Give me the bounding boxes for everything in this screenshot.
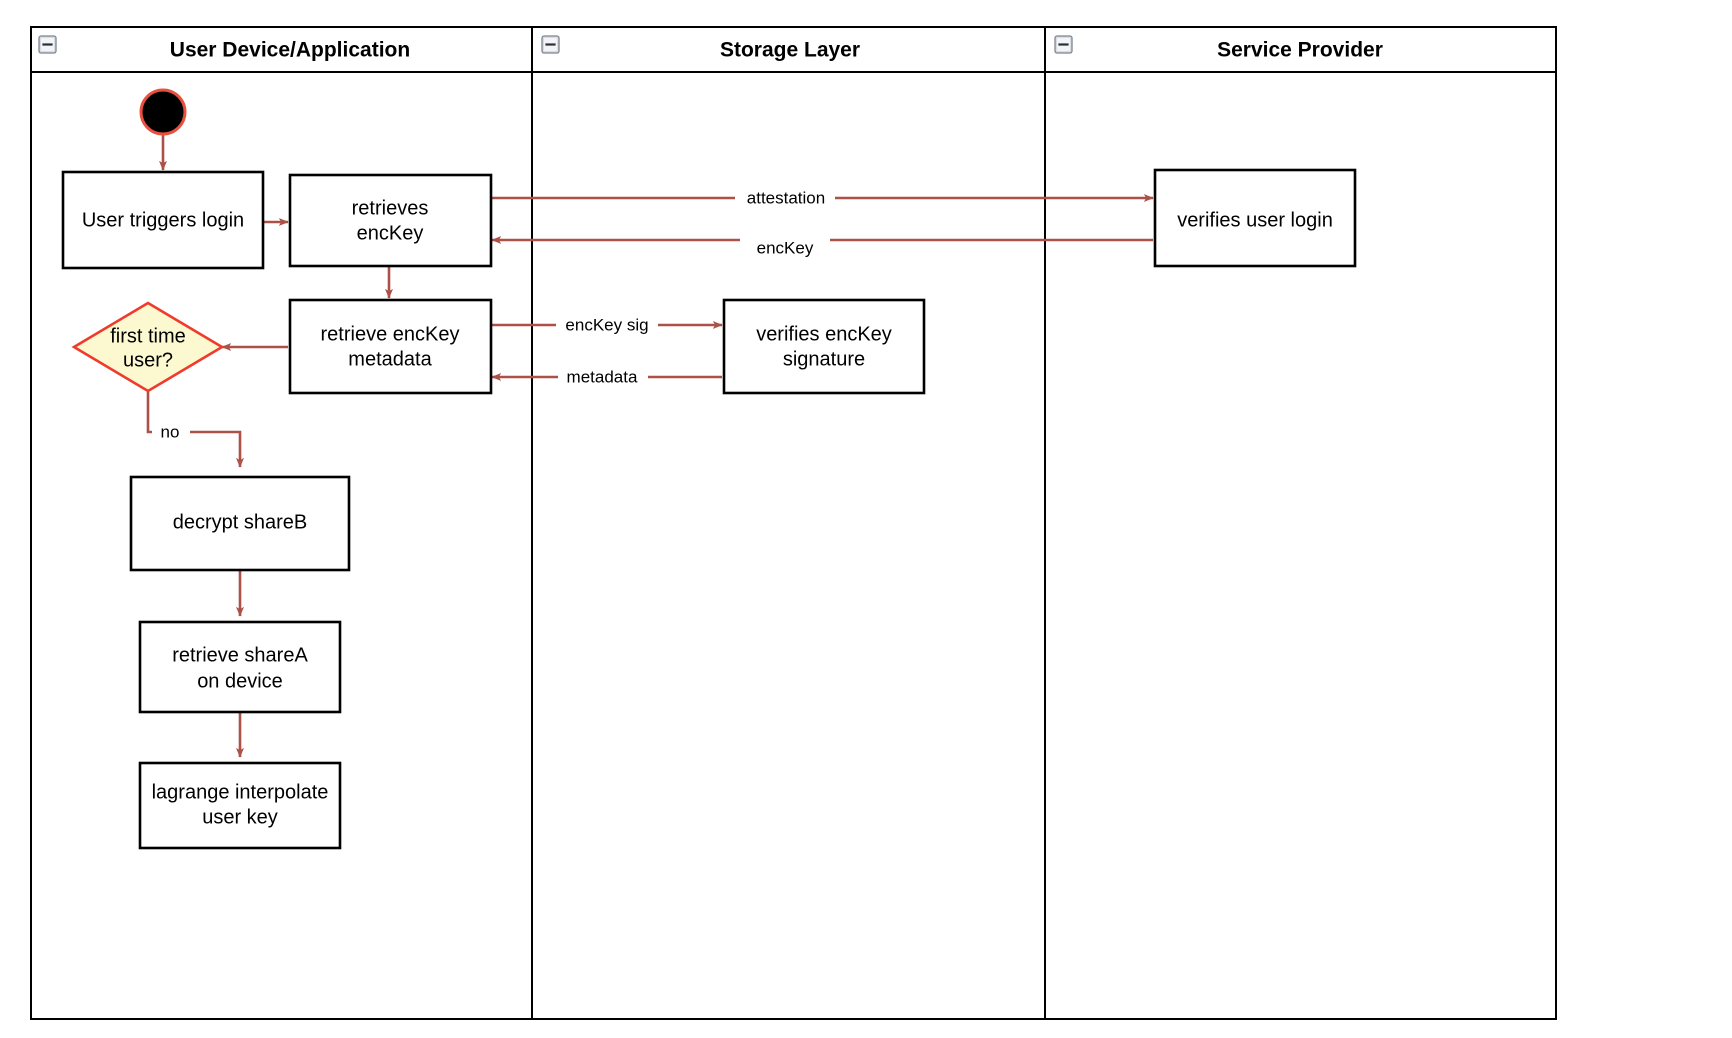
lane-storage[interactable]: Storage Layer [531,26,1046,1020]
node-lagrange-interpolate-user-key-box [138,761,342,850]
node-verifies-user-login-box [1153,168,1357,268]
node-retrieves-enckey[interactable]: retrieves encKey [288,173,493,268]
flow-no-label: no [161,422,180,441]
node-retrieves-enckey-box [288,173,493,268]
node-decrypt-shareb-box [129,475,351,572]
flow-enckey-label: encKey [757,238,814,257]
collapse-minus-icon[interactable] [541,35,560,54]
node-retrieves-enckey-label-line2: encKey [357,222,424,244]
node-retrieves-enckey-label-line1: retrieves [352,197,429,219]
start-node[interactable] [139,88,187,136]
node-verifies-user-login[interactable]: verifies user login [1153,168,1357,268]
flow-enckey-sig-label-bg [556,314,658,336]
lane-storage-body [531,26,1046,1020]
flow-enckey-sig: encKey sig [491,314,723,336]
node-first-time-user[interactable]: first time user? [71,301,225,393]
lane-user-device-title: User Device/Application [170,39,410,62]
lane-service-provider-header [1044,26,1557,73]
flow-metadata-label: metadata [567,367,638,386]
node-decrypt-shareb[interactable]: decrypt shareB [129,475,351,572]
lane-storage-title: Storage Layer [720,39,860,62]
flow-metadata: metadata [491,367,722,389]
lane-storage-header [531,26,1046,73]
node-verifies-enckey-signature-label-line2: signature [783,348,865,370]
node-decrypt-shareb-label: decrypt shareB [173,511,308,533]
node-retrieve-sharea-on-device-label-line1: retrieve shareA [172,644,308,666]
node-retrieve-sharea-on-device-label-line2: on device [197,670,283,692]
node-retrieve-enckey-metadata-label-line1: retrieve encKey [321,323,460,345]
flow-attestation-label: attestation [747,188,825,207]
flow-metadata-label-bg [558,367,648,389]
node-verifies-user-login-label: verifies user login [1177,209,1333,231]
lane-user-device-header [30,26,533,73]
node-verifies-enckey-signature[interactable]: verifies encKey signature [722,298,926,395]
collapse-minus-icon[interactable] [38,35,57,54]
node-retrieve-enckey-metadata-label-line2: metadata [348,348,432,370]
collapse-minus-icon[interactable] [1054,35,1073,54]
node-lagrange-interpolate-user-key-label-line1: lagrange interpolate [152,781,329,803]
flow-attestation: attestation [491,187,1154,209]
flow-no-branch: no [146,392,244,468]
node-lagrange-interpolate-user-key[interactable]: lagrange interpolate user key [138,761,342,850]
start-node-circle [139,88,187,136]
node-retrieve-sharea-on-device-box [138,620,342,714]
lane-service-provider-title: Service Provider [1217,39,1383,62]
node-first-time-user-label-line2: user? [123,349,173,371]
node-user-triggers-login[interactable]: User triggers login [61,170,265,270]
flow-enckey: encKey [491,236,1153,260]
node-first-time-user-label-line1: first time [110,325,186,347]
flow-enckey-label-bg [740,238,830,260]
node-first-time-user-diamond [71,301,225,393]
node-user-triggers-login-label: User triggers login [82,209,244,231]
node-verifies-enckey-signature-box [722,298,926,395]
flow-enckey-sig-label: encKey sig [565,315,648,334]
node-verifies-enckey-signature-label-line1: verifies encKey [756,323,892,345]
flow-attestation-label-bg [735,187,835,209]
node-retrieve-sharea-on-device[interactable]: retrieve shareA on device [138,620,342,714]
node-user-triggers-login-box [61,170,265,270]
node-retrieve-enckey-metadata[interactable]: retrieve encKey metadata [288,298,493,395]
node-retrieve-enckey-metadata-box [288,298,493,395]
flow-no-label-bg [152,421,190,443]
node-lagrange-interpolate-user-key-label-line2: user key [202,806,278,828]
